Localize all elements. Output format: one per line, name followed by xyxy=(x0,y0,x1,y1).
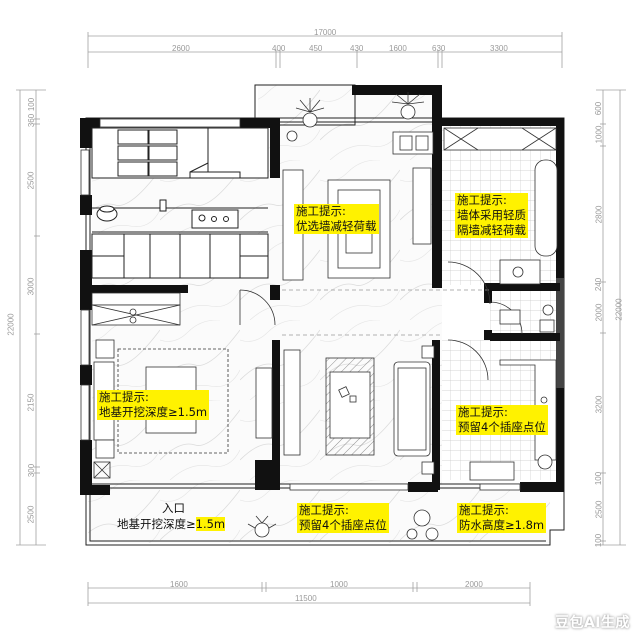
dim-left-seg-1: 100 xyxy=(27,97,37,112)
construction-note-terrace-outlets: 施工提示: 预留4个插座点位 xyxy=(297,503,389,533)
note-title: 施工提示: xyxy=(459,503,509,517)
construction-note-bathroom-outlets: 施工提示: 预留4个插座点位 xyxy=(456,405,548,435)
dim-top-seg-3: 450 xyxy=(309,44,323,53)
dim-top-seg-4: 430 xyxy=(350,44,364,53)
dim-top-seg-2: 400 xyxy=(272,44,286,53)
construction-note-bathroom-wall: 施工提示: 墙体采用轻质 隔墙减轻荷载 xyxy=(455,193,528,238)
dim-right-total: 22000 xyxy=(614,298,624,321)
right-dimension-lines xyxy=(596,89,626,546)
note-title: 施工提示: xyxy=(99,390,149,404)
note-title: 施工提示: xyxy=(299,503,349,517)
entrance-note: 地基开挖深度≥1.5m xyxy=(117,517,226,532)
structural-walls xyxy=(80,85,564,495)
note-text: 预留4个插座点位 xyxy=(458,420,546,434)
terrace-plants xyxy=(247,509,439,541)
note-text: 优选墙减轻荷载 xyxy=(296,219,377,233)
bathroom-fixtures-lower xyxy=(447,339,557,481)
dim-bottom-seg-3: 2000 xyxy=(465,580,483,589)
dim-right-seg-8: 2500 xyxy=(594,500,604,519)
dim-left-seg-5: 2150 xyxy=(26,393,36,412)
dim-left-seg-2: 360 xyxy=(27,113,37,128)
dim-right-seg-1: 600 xyxy=(594,101,604,116)
dim-top-total: 17000 xyxy=(314,28,337,37)
note-title: 施工提示: xyxy=(457,193,507,207)
top-dimension-lines xyxy=(87,32,563,68)
ai-watermark: 豆包AI生成 xyxy=(554,615,630,631)
dim-right-seg-3: 2800 xyxy=(594,205,604,224)
dim-left-total: 22000 xyxy=(6,313,16,336)
bathroom-fixtures-upper xyxy=(443,127,558,335)
dim-left-seg-4: 3000 xyxy=(26,277,36,296)
dim-top-seg-5: 1600 xyxy=(389,44,407,53)
living-room-furniture xyxy=(93,289,276,479)
construction-note-waterproofing: 施工提示: 防水高度≥1.8m xyxy=(457,503,547,533)
dim-top-seg-7: 3300 xyxy=(490,44,508,53)
dim-right-seg-9: 100 xyxy=(594,533,604,548)
note-text: 地基开挖深度≥1.5m xyxy=(99,405,208,419)
note-text-2: 隔墙减轻荷载 xyxy=(457,223,526,237)
note-text: 墙体采用轻质 xyxy=(457,208,526,222)
construction-note-corridor: 施工提示: 优选墙减轻荷载 xyxy=(294,204,379,234)
dim-bottom-seg-2: 1000 xyxy=(330,580,348,589)
bottom-dimension-lines xyxy=(87,582,531,606)
dim-right-seg-2: 1000 xyxy=(594,125,604,144)
entrance-note-value: 1.5m xyxy=(195,517,226,531)
central-living-furniture xyxy=(283,345,435,475)
kitchen-cabinets xyxy=(91,127,269,279)
dim-left-seg-7: 2500 xyxy=(26,505,36,524)
dim-right-seg-5: 2000 xyxy=(594,303,604,322)
dim-left-seg-3: 2500 xyxy=(26,171,36,190)
dim-right-seg-4: 240 xyxy=(594,277,604,292)
dim-top-seg-6: 630 xyxy=(432,44,446,53)
construction-note-living-room: 施工提示: 地基开挖深度≥1.5m xyxy=(97,390,210,420)
note-title: 施工提示: xyxy=(458,405,508,419)
note-title: 施工提示: xyxy=(296,204,346,218)
entrance-note-prefix: 地基开挖深度≥ xyxy=(117,517,196,531)
entrance-label: 入口 xyxy=(162,501,185,515)
dim-left-seg-6: 300 xyxy=(27,463,37,478)
left-dimension-lines xyxy=(16,89,46,546)
dim-bottom-total: 11500 xyxy=(295,594,317,603)
dim-right-seg-6: 3200 xyxy=(594,395,604,414)
note-text: 预留4个插座点位 xyxy=(299,518,387,532)
dim-top-seg-1: 2600 xyxy=(172,44,190,53)
dim-bottom-seg-1: 1600 xyxy=(170,580,188,589)
dim-right-seg-7: 100 xyxy=(594,471,604,486)
note-text: 防水高度≥1.8m xyxy=(459,518,545,532)
